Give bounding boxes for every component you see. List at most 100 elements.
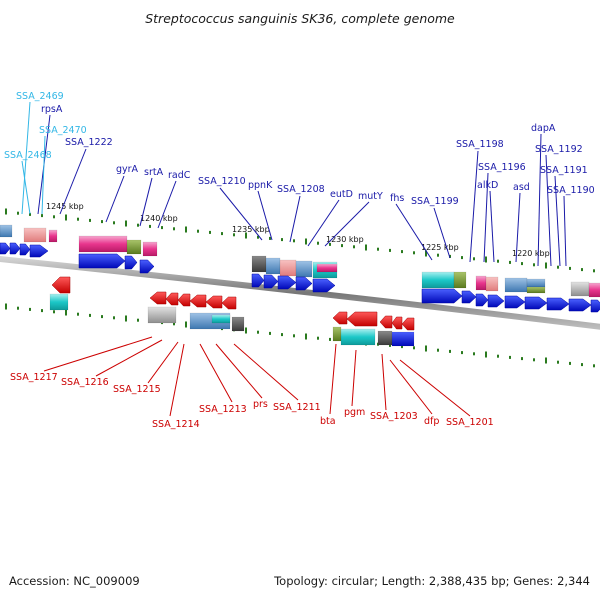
label-lines: [21, 101, 567, 417]
tick-mark: [281, 238, 283, 242]
forward-label-line: [307, 199, 340, 247]
reverse-gene-label: dfp: [424, 416, 439, 427]
cog-box: [279, 259, 297, 277]
forward-label-line: [395, 203, 433, 261]
tick-mark: [401, 345, 403, 349]
tick-mark: [257, 330, 259, 334]
tick-mark: [569, 361, 571, 365]
forward-gene-label: asd: [513, 182, 530, 193]
forward-gene-arrow: [139, 259, 155, 274]
forward-gene-arrow: [0, 242, 11, 255]
reverse-gene-arrow: [189, 294, 207, 308]
forward-label-line: [219, 187, 263, 241]
tick-mark: [101, 315, 103, 319]
tick-mark: [509, 355, 511, 359]
tick-mark: [5, 208, 7, 215]
tick-mark: [41, 214, 43, 218]
reverse-label-line: [199, 343, 233, 403]
tick-mark: [545, 262, 547, 269]
tick-mark: [233, 233, 235, 237]
forward-gene-label: SSA_2469: [16, 91, 64, 102]
cog-box: [142, 241, 158, 257]
tick-mark: [5, 303, 7, 310]
tick-label: 1245 kbp: [46, 202, 84, 211]
reverse-label-line: [381, 353, 387, 411]
forward-label-line: [469, 150, 479, 263]
forward-gene-arrow: [19, 243, 31, 256]
tick-mark: [485, 256, 487, 263]
tick-label: 1225 kbp: [421, 243, 459, 252]
tick-mark: [173, 227, 175, 231]
cog-box: [340, 328, 376, 346]
forward-gene-label: SSA_2468: [4, 150, 52, 161]
tick-mark: [17, 306, 19, 310]
tick-mark: [497, 259, 499, 263]
forward-gene-label: mutY: [358, 191, 383, 202]
cog-box: [588, 282, 600, 298]
reverse-gene-label: SSA_1203: [370, 411, 418, 422]
forward-label-line: [59, 148, 87, 215]
forward-label-line: [21, 101, 31, 215]
cog-category-boxes: [0, 224, 600, 347]
tick-mark: [437, 348, 439, 352]
tick-mark: [221, 232, 223, 236]
forward-gene-arrow: [590, 299, 600, 313]
forward-gene-label: SSA_1210: [198, 176, 246, 187]
reverse-gene-label: SSA_1214: [152, 419, 200, 430]
cog-box: [526, 278, 546, 288]
forward-gene-label: SSA_1222: [65, 137, 113, 148]
forward-gene-label: SSA_2470: [39, 125, 87, 136]
forward-gene-arrow: [295, 276, 313, 291]
cog-box: [377, 330, 393, 346]
forward-gene-arrow: [312, 278, 336, 293]
tick-mark: [17, 211, 19, 215]
reverse-gene-arrow: [51, 276, 71, 294]
tick-mark: [545, 357, 547, 364]
forward-gene-label: gyrA: [116, 164, 139, 175]
forward-gene-arrow: [277, 275, 297, 290]
cog-box: [316, 263, 338, 273]
forward-label-line: [515, 192, 521, 263]
cog-box: [48, 229, 58, 243]
tick-mark: [581, 268, 583, 272]
tick-mark: [293, 334, 295, 338]
reverse-gene-label: SSA_1216: [61, 377, 109, 388]
tick-mark: [425, 250, 427, 257]
tick-mark: [473, 257, 475, 261]
tick-mark: [389, 248, 391, 252]
forward-label-line: [139, 177, 153, 227]
cog-box: [475, 275, 487, 291]
tick-mark: [269, 331, 271, 335]
forward-label-line: [157, 180, 177, 229]
cog-box: [332, 326, 342, 342]
tick-mark: [29, 212, 31, 216]
forward-gene-label: SSA_1192: [535, 144, 583, 155]
forward-gene-label: alkD: [477, 180, 498, 191]
tick-label: 1240 kbp: [140, 214, 178, 223]
forward-label-line: [545, 154, 552, 267]
tick-mark: [149, 224, 151, 228]
tick-mark: [137, 223, 139, 227]
cog-box: [23, 227, 47, 243]
forward-gene-arrow: [9, 242, 21, 255]
accession-text: Accession: NC_009009: [9, 574, 140, 588]
reverse-gene-arrow: [401, 317, 415, 331]
reverse-gene-arrow: [379, 315, 393, 329]
cog-box: [126, 239, 142, 255]
forward-gene-label: eutD: [330, 189, 353, 200]
forward-gene-arrow: [524, 296, 548, 310]
tick-mark: [113, 316, 115, 320]
tick-mark: [341, 244, 343, 248]
tick-mark: [329, 337, 331, 341]
tick-mark: [101, 220, 103, 224]
tick-mark: [281, 333, 283, 337]
tick-mark: [53, 215, 55, 219]
forward-gene-label: SSA_1191: [540, 165, 588, 176]
forward-gene-label: SSA_1190: [547, 185, 595, 196]
forward-label-line: [563, 195, 567, 267]
tick-mark: [185, 321, 187, 328]
cog-box: [295, 260, 313, 278]
reverse-gene-arrow: [221, 296, 237, 310]
